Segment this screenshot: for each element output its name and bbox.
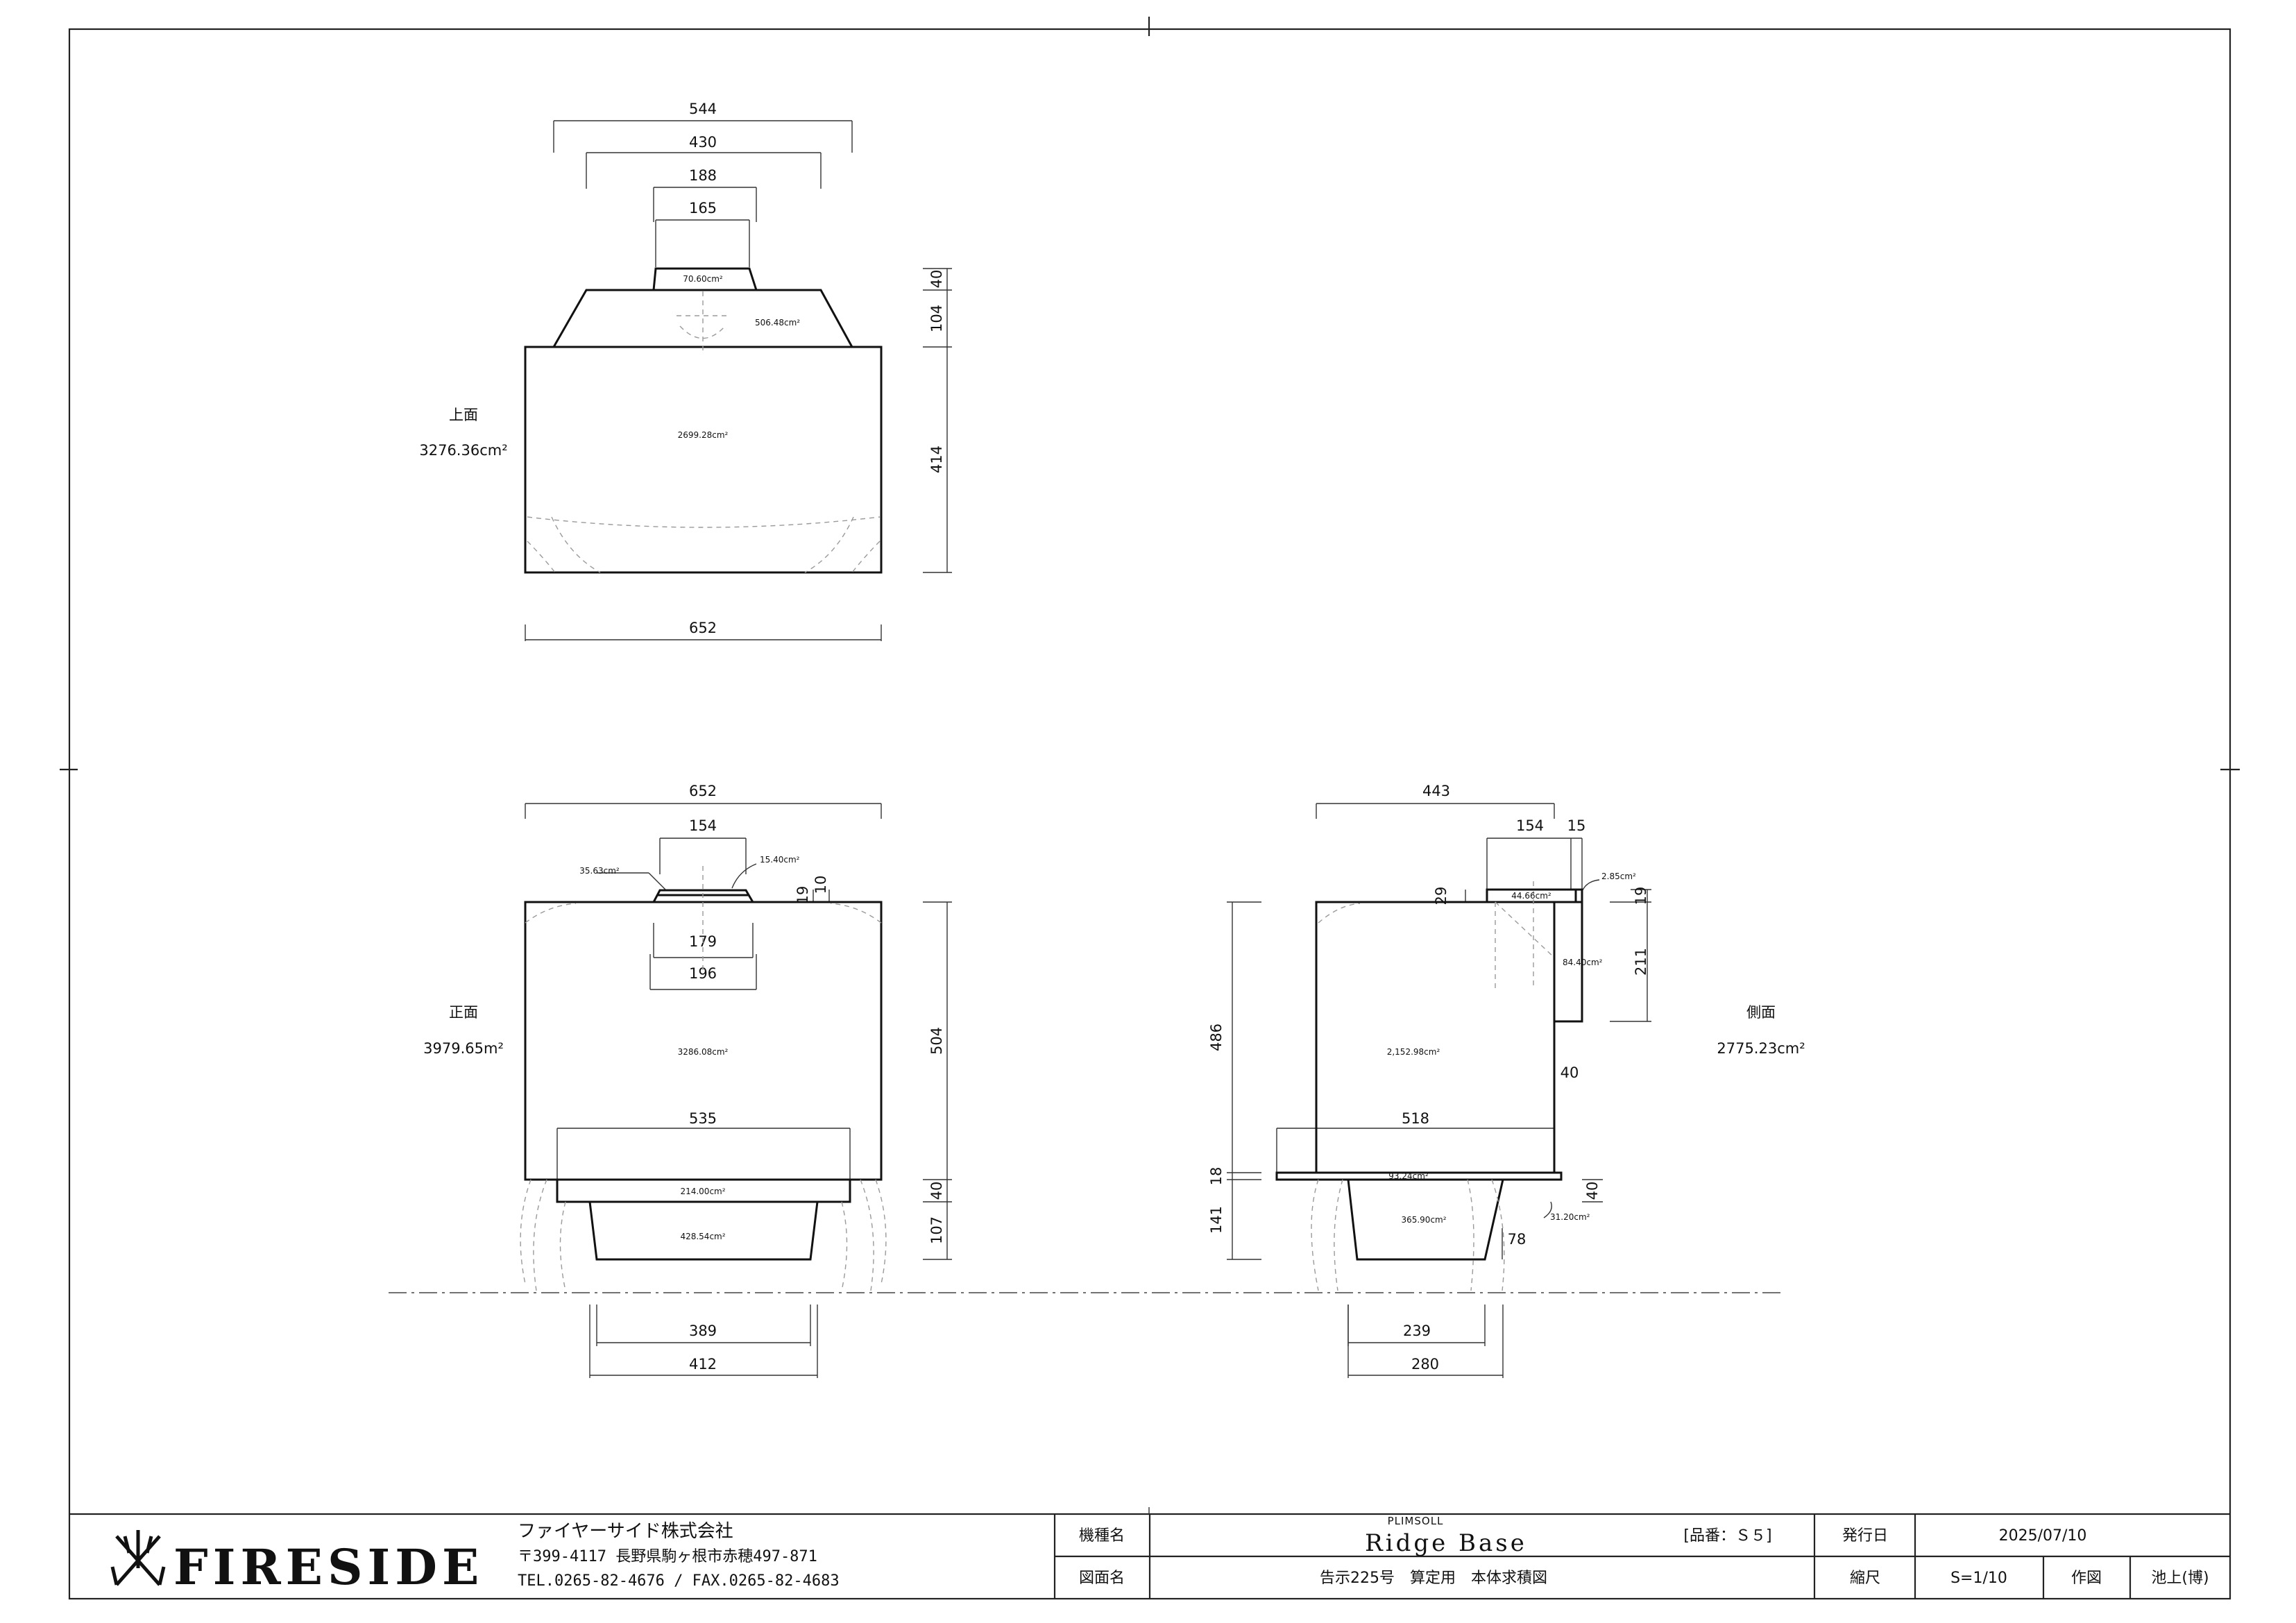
front-dim-h10: 10 [813,876,829,894]
top-dim-430: 430 [689,134,717,151]
top-area-hood: 506.48cm² [755,318,800,328]
side-area-flue-top: 44.66cm² [1511,891,1551,901]
top-area-cap: 70.60cm² [683,274,723,284]
front-area-cap-left: 35.63cm² [579,866,620,876]
side-area-base: 365.90cm² [1401,1215,1446,1225]
top-dim-165: 165 [689,200,717,216]
side-base-outline [1347,1178,1504,1261]
front-view: 652 154 179 196 535 389 412 19 10 504 40… [423,783,952,1378]
side-dim-h78: 78 [1508,1231,1527,1248]
drafter-name: 池上(博) [2151,1570,2209,1587]
top-dim-544: 544 [689,101,717,117]
scale-value: S=1/10 [1950,1570,2007,1587]
side-dim-h211: 211 [1633,948,1649,976]
series-name: PLIMSOLL [1388,1515,1444,1527]
front-area-base: 428.54cm² [680,1232,725,1241]
side-dim-280: 280 [1411,1356,1439,1373]
side-dim-15: 15 [1567,817,1586,834]
side-dim-443: 443 [1422,783,1450,799]
top-area-body: 2699.28cm² [678,430,729,440]
top-dim-h104: 104 [928,305,945,332]
side-view-total-area: 2775.23cm² [1717,1040,1805,1057]
side-dim-154: 154 [1516,817,1544,834]
side-dim-h40a: 40 [1561,1064,1579,1081]
side-dim-h486: 486 [1208,1023,1225,1051]
part-number: [品番：Ｓ５] [1683,1527,1771,1545]
front-dim-h40: 40 [928,1182,945,1200]
side-dim-h19: 19 [1633,887,1649,906]
side-dim-239: 239 [1403,1323,1431,1339]
front-view-label: 正面 [449,1004,478,1021]
issue-label: 発行日 [1842,1527,1888,1545]
front-area-body: 3286.08cm² [678,1047,729,1057]
front-area-cap-right: 15.40cm² [760,855,800,865]
front-dim-154: 154 [689,817,717,834]
top-body-outline [524,346,883,574]
side-body-outline [1315,901,1556,1174]
side-area-lip: 31.20cm² [1550,1212,1590,1222]
fireside-logo-icon [110,1530,166,1586]
side-area-flue-end: 2.85cm² [1601,872,1636,881]
front-dim-h107: 107 [928,1216,945,1244]
front-area-plinth: 214.00cm² [680,1187,725,1196]
top-view-total-area: 3276.36cm² [419,442,507,459]
side-dim-h40b: 40 [1584,1182,1601,1200]
top-view-label: 上面 [449,407,478,423]
side-dim-h18: 18 [1208,1167,1225,1186]
front-dim-389: 389 [689,1323,717,1339]
top-view: 544 430 188 165 652 40 104 414 70.60cm² … [419,101,952,641]
model-label: 機種名 [1079,1527,1125,1545]
side-view: 443 154 15 518 239 280 29 19 211 486 40 … [1208,783,1805,1378]
front-view-total-area: 3979.65m² [423,1040,504,1057]
top-dim-h40: 40 [928,270,945,289]
top-dim-h414: 414 [928,445,945,473]
front-dim-535: 535 [689,1110,717,1127]
side-area-body: 2,152.98cm² [1387,1047,1440,1057]
side-area-flue-back: 84.40cm² [1563,958,1603,967]
front-base-outline [588,1200,819,1261]
company-contact: TEL.0265-82-4676 / FAX.0265-82-4683 [518,1572,840,1590]
sheet-border [68,28,2231,1600]
top-dim-652: 652 [689,620,717,636]
company-address: 〒399-4117 長野県駒ヶ根市赤穂497-871 [518,1548,817,1565]
drafter-label: 作図 [2071,1570,2102,1587]
top-dim-188: 188 [689,167,717,184]
scale-label: 縮尺 [1850,1570,1880,1587]
drawing-name: 告示225号 算定用 本体求積図 [1320,1570,1547,1587]
issue-date: 2025/07/10 [1999,1527,2087,1545]
side-dim-518: 518 [1402,1110,1429,1127]
side-area-plinth: 93.24cm² [1388,1171,1429,1181]
company-name: ファイヤーサイド株式会社 [518,1521,733,1542]
front-dim-h504: 504 [928,1027,945,1055]
side-view-label: 側面 [1746,1004,1776,1021]
model-name: Ridge Base [1365,1529,1527,1557]
side-dim-h141: 141 [1208,1206,1225,1234]
side-flue-end-outline [1574,888,1583,903]
brand-name: FIRESIDE [173,1538,484,1596]
front-dim-412: 412 [689,1356,717,1373]
front-dim-652: 652 [689,783,717,799]
title-block: FIRESIDE ファイヤーサイド株式会社 〒399-4117 長野県駒ヶ根市赤… [69,1507,2230,1599]
drawing-label: 図面名 [1079,1570,1125,1587]
